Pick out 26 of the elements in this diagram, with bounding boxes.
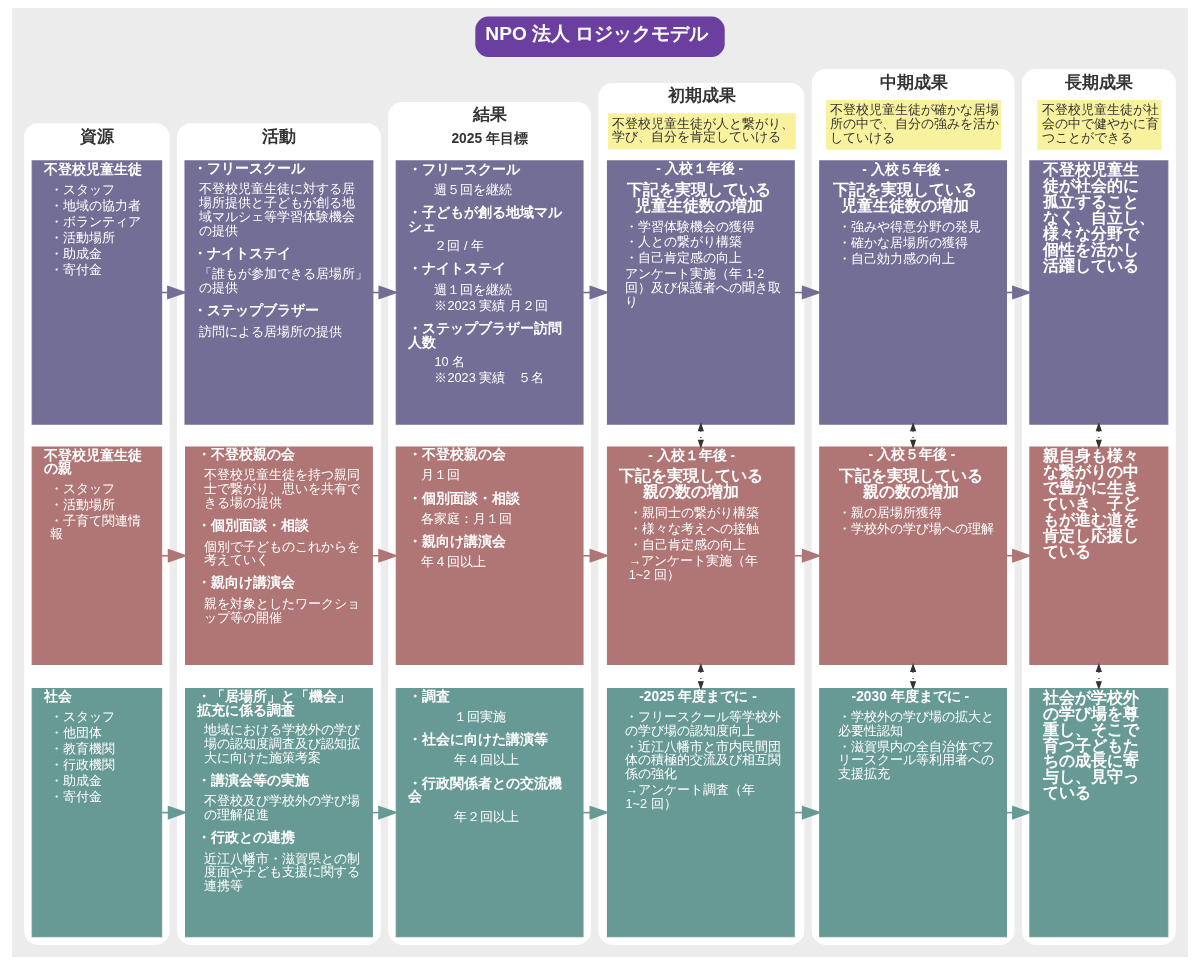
node-box: ・不登校親の会 不登校児童生徒を持つ親同士で繋がり、思いを共有できる場の提供 ・個別面談・相談 個別で子どものこれからを考えていく ・親向け講演会 親を対象としたワークショップ等の開催: [185, 446, 373, 666]
node-box: ・「居場所」と「機会」拡充に係る調査 地域における学校外の学び場の認知度調査及び認知拡大に向けた施策考案 ・講演会等の実施 不登校及び学校外の学び場の理解促進 ・行政との連携 近江八幡市・滋賀県との制度面や子ども支援に関する連携等: [185, 687, 373, 938]
arrow: [793, 548, 822, 563]
arrow: [582, 548, 610, 563]
node-box: 社会 ・スタッフ ・他団体 ・教育機関 ・行政機関 ・助成金 ・寄付金: [31, 687, 163, 938]
node-box: - 入校５年後 - 下記を実現している児童生徒数の増加 ・強みや得意分野の発見 ・確かな居場所の獲得 ・自己効力感の向上: [819, 160, 1008, 425]
node-box: - 入校１年後 - 下記を実現している児童生徒数の増加 ・学習体験機会の獲得 ・人との繋がり構築 ・自己肯定感の向上 アンケート実施（年 1-2 回）及び保護者への聞き取り: [606, 160, 795, 425]
node-box: 不登校児童生徒が社会的に孤立することなく、自立し、様々な分野で個性を活かし活躍している: [1029, 160, 1169, 425]
node-box: 不登校児童生徒 ・スタッフ ・地域の協力者 ・ボランティア ・活動場所 ・助成金 ・寄付金: [31, 160, 163, 425]
arrow: [371, 548, 399, 563]
arrow: [910, 662, 917, 691]
node-box: ・調査 １回実施 ・社会に向けた講演等 年４回以上 ・行政関係者との交流機会 年２回以上: [395, 687, 584, 938]
arrow: [1005, 548, 1033, 563]
arrow: [910, 422, 917, 449]
node-box: 親自身も様々な繋がりの中で豊かに生きていき、子どもが進む道を肯定し応援している: [1029, 446, 1169, 666]
node-box: ・フリースクール 不登校児童生徒に対する居場所提供と子どもが創る地域マルシェ等学習体験機会の提供 ・ナイトステイ 「誰もが参加できる居場所」の提供 ・ステップブラザー 訪問による居場所の提供: [184, 160, 374, 425]
node-box: -2025 年度までに - ・フリースクール等学校外の学び場の認知度向上 ・近江八幡市と市内民間団体の積極的交流及び相互関係の強化 →アンケート調査（年 1~2 回）: [606, 687, 795, 938]
node-box: 不登校児童生徒の親 ・スタッフ ・活動場所 ・子育て関連情報: [31, 446, 163, 666]
node-box: -2030 年度までに - ・学校外の学び場の拡大と必要性認知 ・滋賀県内の全自治体でフリースクール等利用者への支援拡充: [819, 687, 1008, 938]
node-box: 社会が学校外の学び場を尊重し、そこで育つ子どもたちの成長に寄与し、見守っている: [1029, 687, 1169, 938]
node-box: - 入校１年後 - 下記を実現している親の数の増加 ・親同士の繋がり構築 ・様々な考えへの接触 ・自己肯定感の向上 →アンケート実施（年 1~2 回）: [606, 446, 795, 666]
node-box: ・フリースクール 週５回を継続 ・子どもが創る地域マルシェ ２回 / 年 ・ナイトステイ 週１回を継続 ※2023 実績 月２回 ・ステップブラザー訪問人数 10 名 ※2023 実績 ５名: [395, 160, 584, 425]
diagram-title: NPO 法人 ロジックモデル: [485, 23, 709, 45]
arrow: [161, 548, 188, 563]
node-box: - 入校５年後 - 下記を実現している親の数の増加 ・親の居場所獲得 ・学校外の学び場への理解: [819, 446, 1008, 666]
node-box: ・不登校親の会 月１回 ・個別面談・相談 各家庭：月１回 ・親向け講演会 年４回以上: [395, 446, 584, 666]
